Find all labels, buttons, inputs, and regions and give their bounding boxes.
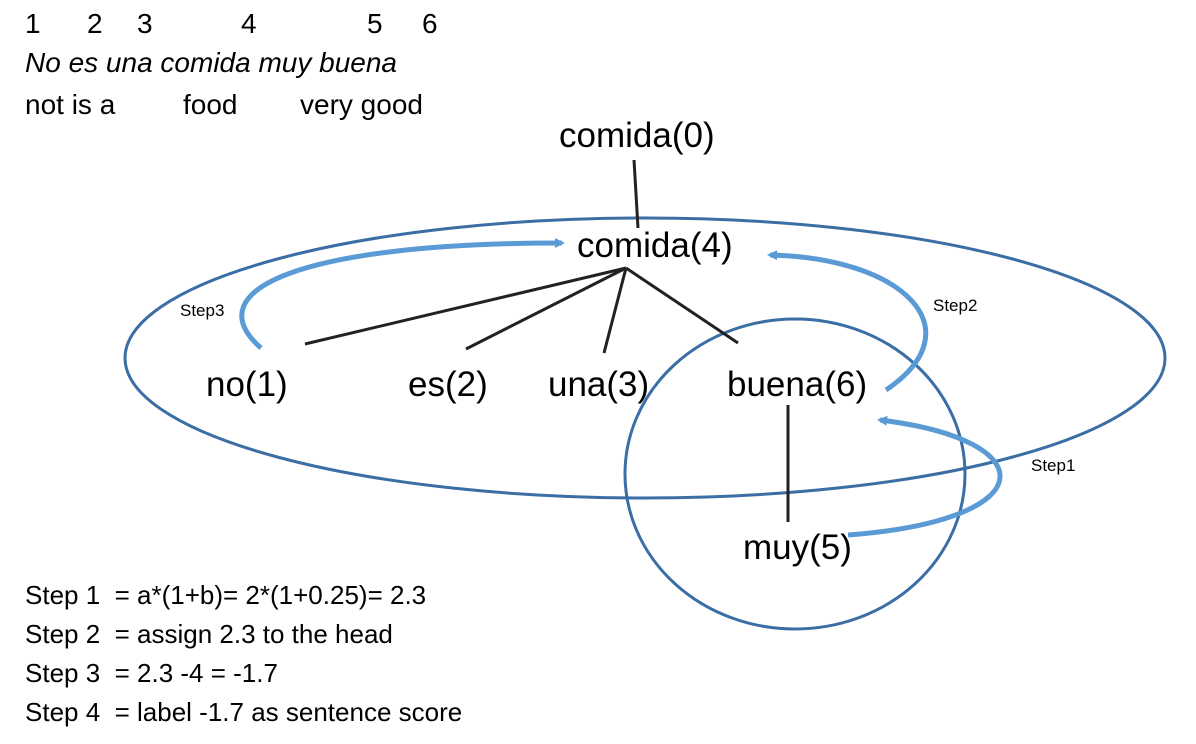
edge-head-una [602, 267, 628, 354]
index-1: 1 [25, 8, 41, 39]
node-root: comida(0) [559, 116, 715, 155]
edge-head-es [465, 266, 627, 351]
gloss-very-good: very good [300, 89, 423, 120]
step2-arrow [767, 250, 929, 393]
step1-label: Step1 [1031, 456, 1076, 475]
edge-root-head [632, 159, 640, 229]
index-3: 3 [137, 8, 153, 39]
equation-step1: Step 1 = a*(1+b)= 2*(1+0.25)= 2.3 [25, 580, 427, 610]
node-buena: buena(6) [727, 365, 868, 404]
index-6: 6 [422, 8, 438, 39]
node-muy: muy(5) [743, 528, 852, 567]
index-2: 2 [87, 8, 103, 39]
spanish-sentence: No es una comida muy buena [25, 47, 397, 78]
index-4: 4 [241, 8, 257, 39]
edge-head-no [304, 266, 627, 346]
node-no: no(1) [206, 365, 288, 404]
edge-head-buena [625, 266, 739, 345]
outer-scope-ellipse [123, 216, 1167, 500]
step3-label: Step3 [180, 301, 225, 320]
inner-scope-circle [623, 317, 967, 631]
node-es: es(2) [408, 365, 488, 404]
node-head: comida(4) [577, 226, 733, 265]
step3-arrow [239, 238, 565, 350]
equation-step2: Step 2 = assign 2.3 to the head [25, 619, 393, 649]
node-una: una(3) [548, 365, 650, 404]
gloss-food: food [183, 89, 238, 120]
index-5: 5 [367, 8, 383, 39]
step2-label: Step2 [933, 296, 978, 315]
equation-step4: Step 4 = label -1.7 as sentence score [25, 697, 463, 727]
gloss-not-is-a: not is a [25, 89, 116, 120]
equation-step3: Step 3 = 2.3 -4 = -1.7 [25, 658, 278, 688]
step1-arrow [847, 415, 1003, 538]
